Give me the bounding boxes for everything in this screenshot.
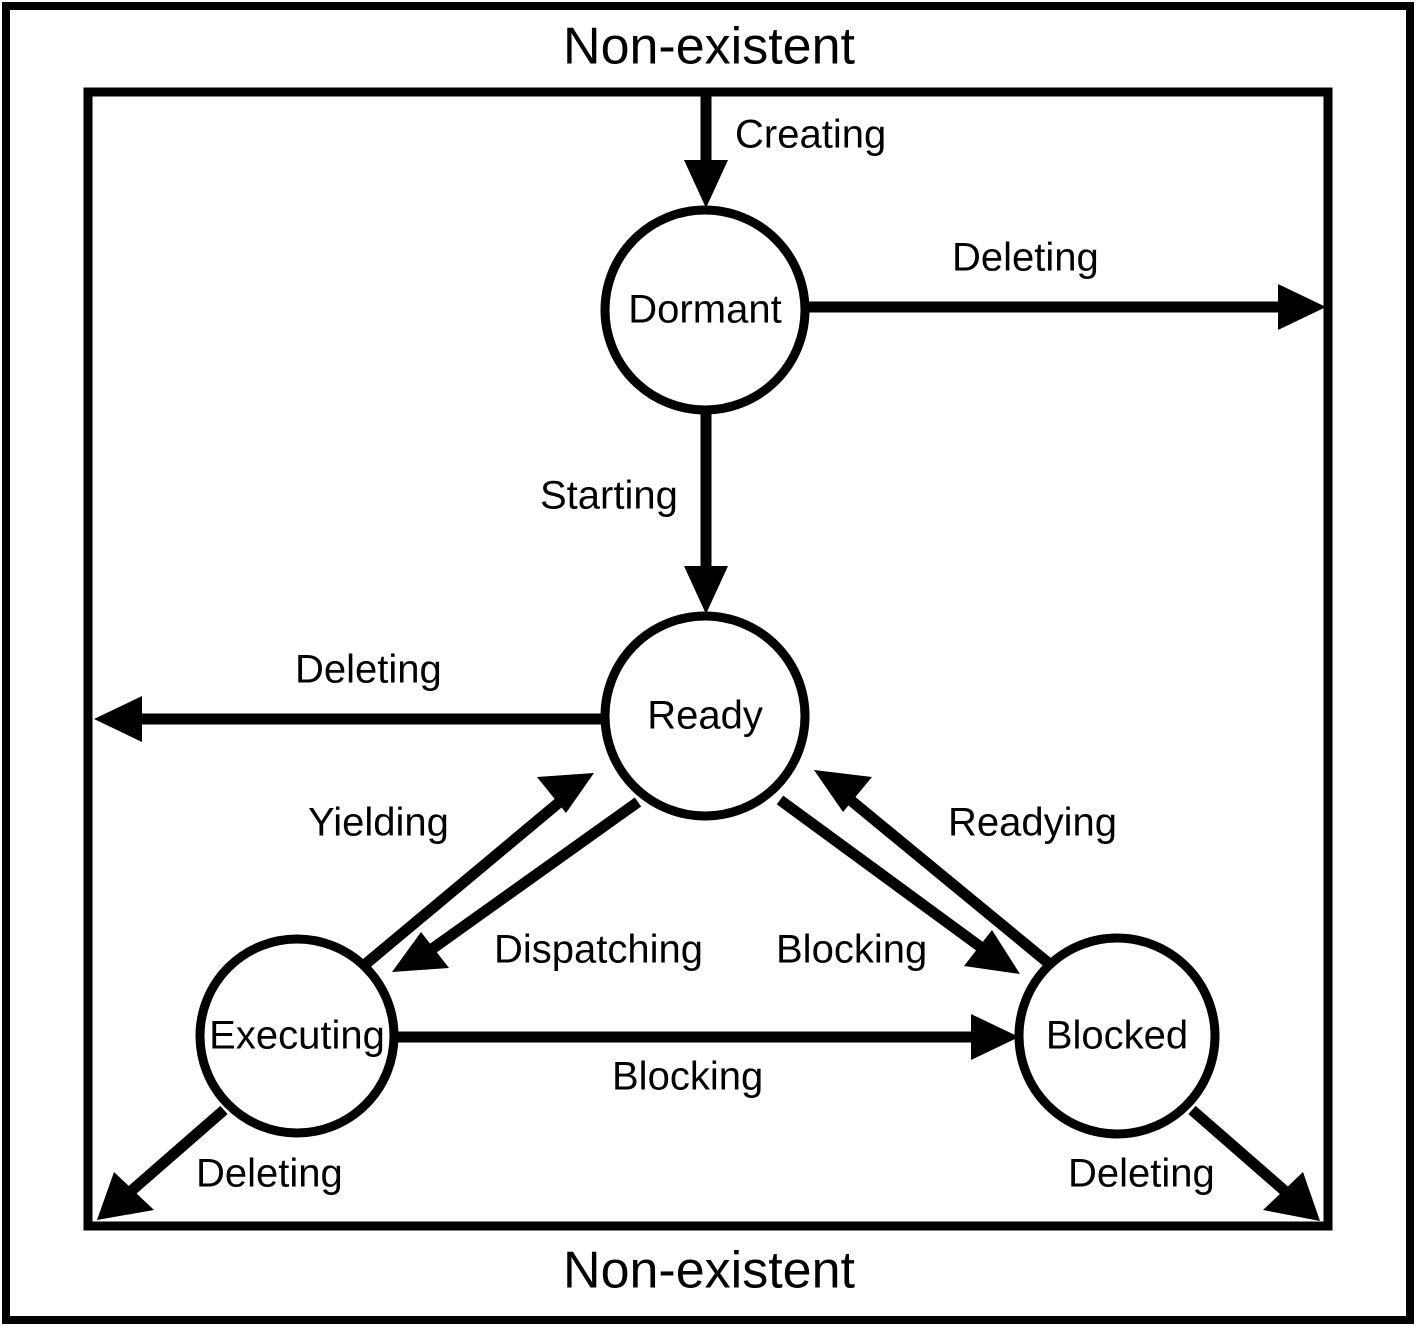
ready-blocking-arrow-head bbox=[964, 930, 1020, 974]
transition-readying: Readying bbox=[814, 770, 1117, 971]
dormant-deleting-arrow-head bbox=[1278, 284, 1326, 330]
transition-executing-blocking: Blocking bbox=[396, 1014, 1019, 1099]
state-label-blocked: Blocked bbox=[1046, 1014, 1188, 1058]
transition-blocked-deleting: Deleting bbox=[1068, 1105, 1320, 1221]
state-node-ready[interactable]: Ready bbox=[600, 611, 810, 821]
state-node-dormant[interactable]: Dormant bbox=[600, 205, 810, 415]
transition-executing-deleting: Deleting bbox=[97, 1105, 343, 1220]
transition-label-yielding: Yielding bbox=[308, 801, 449, 845]
yielding-arrow-head bbox=[537, 773, 594, 813]
blocked-deleting-arrow-shaft bbox=[1188, 1105, 1290, 1197]
transition-label-dispatching: Dispatching bbox=[494, 928, 703, 972]
region-label-top: Non-existent bbox=[563, 18, 855, 76]
ready-deleting-arrow-head bbox=[94, 696, 142, 742]
region-label-bottom: Non-existent bbox=[563, 1242, 855, 1300]
blocked-deleting-arrow-head bbox=[1263, 1172, 1320, 1221]
transition-creating: Creating bbox=[684, 92, 886, 208]
transition-label-ready-blocking: Blocking bbox=[776, 928, 927, 972]
transition-label-starting: Starting bbox=[540, 474, 678, 518]
transition-label-readying: Readying bbox=[948, 801, 1117, 845]
transition-label-executing-deleting: Deleting bbox=[196, 1152, 343, 1196]
transition-dormant-deleting: Deleting bbox=[806, 236, 1326, 330]
transition-dispatching: Dispatching bbox=[392, 797, 703, 972]
creating-arrow-head bbox=[684, 160, 728, 208]
yielding-arrow-shaft bbox=[358, 795, 566, 972]
starting-arrow-head bbox=[684, 566, 728, 614]
transition-ready-blocking: Blocking bbox=[776, 795, 1020, 974]
transition-label-executing-blocking: Blocking bbox=[612, 1055, 763, 1099]
executing-deleting-arrow-head bbox=[97, 1172, 154, 1220]
state-label-ready: Ready bbox=[647, 694, 763, 738]
transition-label-creating: Creating bbox=[735, 113, 886, 157]
blocked-circle[interactable] bbox=[1014, 933, 1220, 1139]
transition-yielding: Yielding bbox=[308, 773, 594, 972]
state-node-executing[interactable]: Executing bbox=[195, 934, 399, 1138]
executing-circle[interactable] bbox=[195, 934, 399, 1138]
executing-blocking-arrow-head bbox=[971, 1014, 1019, 1060]
dispatching-arrow-head bbox=[392, 932, 449, 972]
transition-starting: Starting bbox=[540, 412, 728, 614]
readying-arrow-shaft bbox=[844, 793, 1056, 971]
readying-arrow-head bbox=[814, 770, 872, 812]
executing-deleting-arrow-shaft bbox=[126, 1105, 228, 1197]
state-label-dormant: Dormant bbox=[628, 288, 781, 332]
transition-ready-deleting: Deleting bbox=[94, 648, 604, 742]
dispatching-arrow-shaft bbox=[428, 797, 642, 954]
transition-label-dormant-deleting: Deleting bbox=[952, 236, 1099, 280]
transition-label-ready-deleting: Deleting bbox=[295, 648, 442, 692]
state-node-blocked[interactable]: Blocked bbox=[1014, 933, 1220, 1139]
dormant-circle[interactable] bbox=[600, 205, 810, 415]
state-label-executing: Executing bbox=[209, 1014, 385, 1058]
ready-circle[interactable] bbox=[600, 611, 810, 821]
ready-blocking-arrow-shaft bbox=[776, 795, 986, 953]
transition-label-blocked-deleting: Deleting bbox=[1068, 1152, 1215, 1196]
